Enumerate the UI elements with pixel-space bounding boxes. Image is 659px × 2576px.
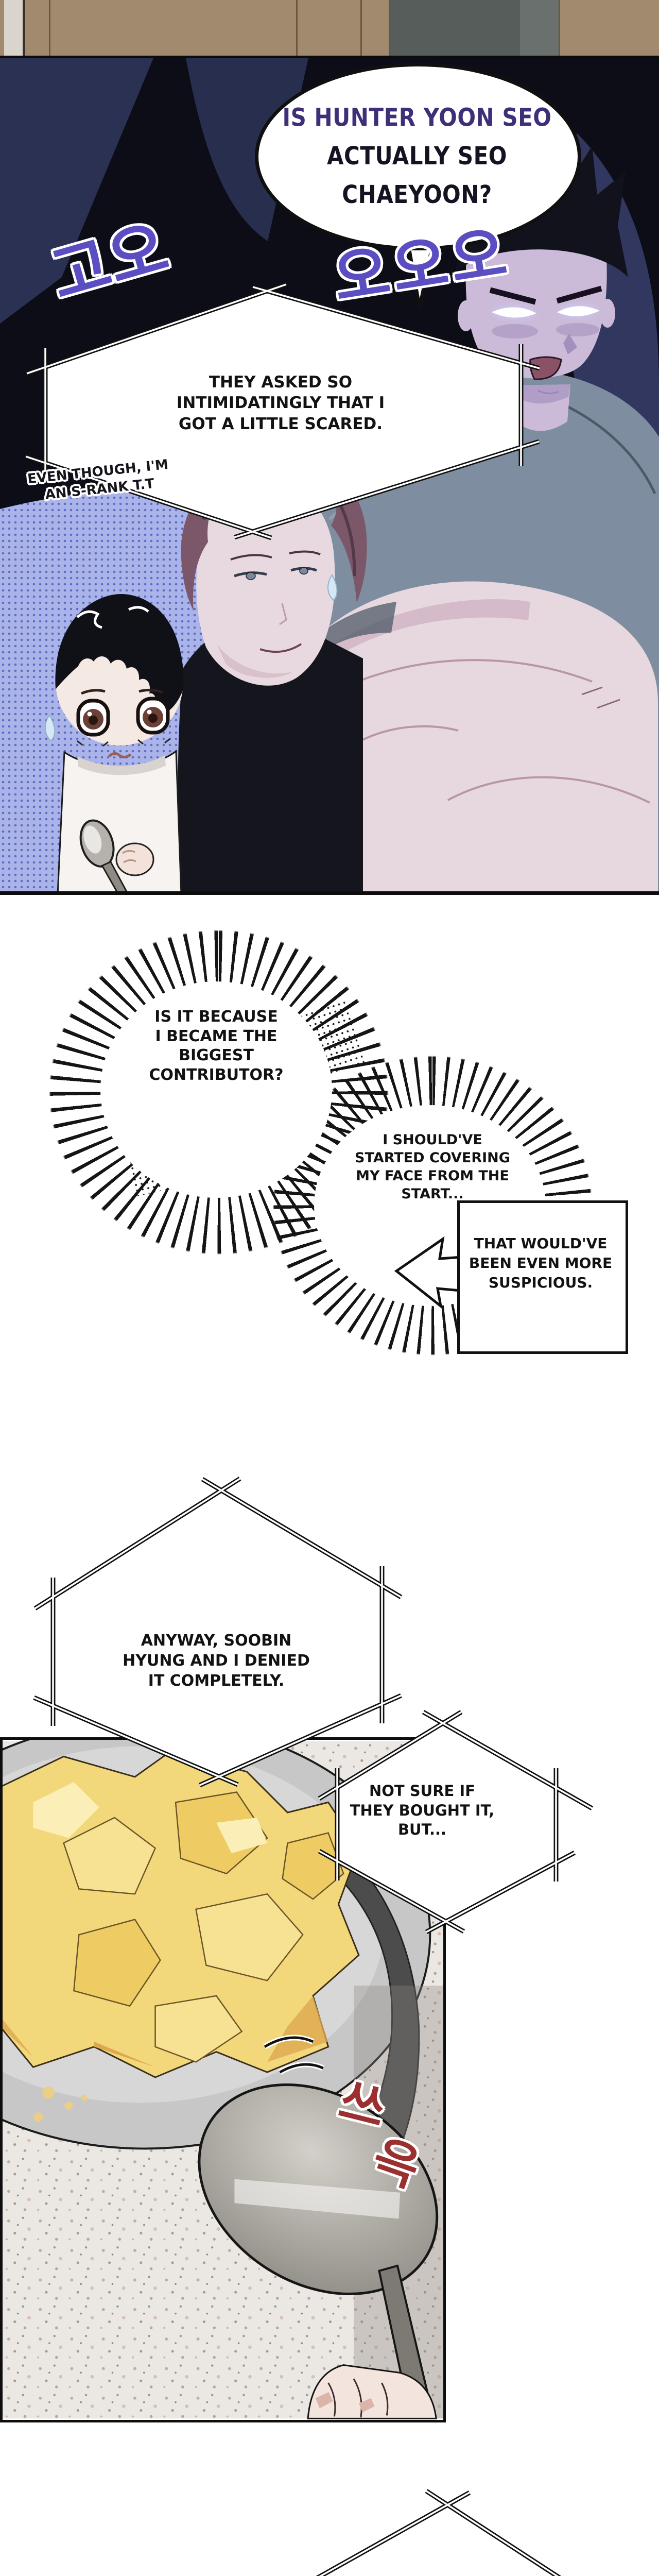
plank-line xyxy=(360,0,362,56)
gray-panel xyxy=(520,0,559,56)
plank-line xyxy=(296,0,298,56)
sweat-drop xyxy=(327,574,338,601)
scrambled-eggs xyxy=(3,1750,360,2122)
burst2-line1: I SHOULD'VE xyxy=(383,1132,482,1148)
denied-line3: IT COMPLETELY. xyxy=(148,1672,285,1690)
hex-bubble-message xyxy=(316,2489,562,2576)
susp-line3: SUSPICIOUS. xyxy=(488,1274,593,1291)
burst1-line3: BIGGEST xyxy=(179,1046,254,1064)
chibi-kid xyxy=(45,594,184,894)
purple-haired-man xyxy=(178,453,367,894)
small-spoon xyxy=(79,819,128,894)
bought-line1: NOT SURE IF xyxy=(369,1782,476,1800)
worried-mouth xyxy=(108,752,132,758)
hand-holding-spoon xyxy=(307,2364,437,2419)
sweat-drop xyxy=(45,714,56,742)
bought-text: NOT SURE IF THEY BOUGHT IT, BUT... xyxy=(337,1782,507,1840)
burst2-line4: START... xyxy=(401,1186,464,1202)
wall-line xyxy=(23,0,25,56)
suspicious-text: THAT WOULD'VE BEEN EVEN MORE SUSPICIOUS. xyxy=(466,1234,615,1292)
motion-lines xyxy=(263,2035,324,2075)
shout-speech-bubble xyxy=(255,63,581,250)
shout-text: IS HUNTER YOON SEO ACTUALLY SEO CHAEYOON… xyxy=(268,98,566,214)
burst2-line3: MY FACE FROM THE xyxy=(356,1168,509,1184)
burst1-line1: IS IT BECAUSE xyxy=(154,1008,278,1026)
denied-line2: HYUNG AND I DENIED xyxy=(123,1652,310,1670)
wall-trim xyxy=(4,0,23,56)
scared-line1: THEY ASKED SO xyxy=(209,373,353,392)
caption-box-suspicious xyxy=(457,1200,628,1354)
arrow-pointer xyxy=(394,1236,464,1310)
burst-text-face: I SHOULD'VE STARTED COVERING MY FACE FRO… xyxy=(322,1131,543,1203)
wood-wall-strip xyxy=(0,0,659,58)
susp-line2: BEEN EVEN MORE xyxy=(469,1254,613,1272)
gray-panel xyxy=(389,0,520,56)
burst1-line4: CONTRIBUTOR? xyxy=(149,1065,284,1084)
scared-line2: INTIMIDATINGLY THAT I xyxy=(176,394,385,413)
burst2-line2: STARTED COVERING xyxy=(355,1150,510,1166)
panel-border xyxy=(0,891,659,895)
bought-line3: BUT... xyxy=(397,1821,447,1839)
burst1-line2: I BECAME THE xyxy=(155,1027,278,1045)
shout-line-2: ACTUALLY SEO CHAEYOON? xyxy=(327,141,507,209)
plank-line xyxy=(49,0,50,56)
bought-line2: THEY BOUGHT IT, xyxy=(350,1801,495,1819)
denied-text: ANYWAY, SOOBIN HYUNG AND I DENIED IT COM… xyxy=(77,1631,355,1691)
metal-spoon xyxy=(198,2083,439,2404)
susp-line1: THAT WOULD'VE xyxy=(474,1235,608,1252)
shout-line-1: IS HUNTER YOON SEO xyxy=(282,103,552,132)
plank-line xyxy=(559,0,560,56)
burst-text-contributor: IS IT BECAUSE I BECAME THE BIGGEST CONTR… xyxy=(106,1007,327,1084)
scared-line3: GOT A LITTLE SCARED. xyxy=(178,414,383,433)
scared-text: THEY ASKED SO INTIMIDATINGLY THAT I GOT … xyxy=(144,372,417,434)
burst-bubble-core xyxy=(100,981,332,1198)
denied-line1: ANYWAY, SOOBIN xyxy=(141,1632,292,1650)
kid-hand xyxy=(115,842,154,876)
